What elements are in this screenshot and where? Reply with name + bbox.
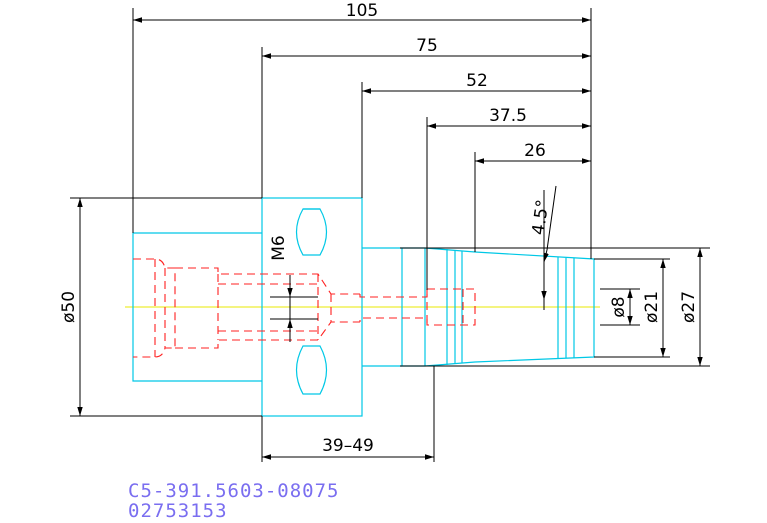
dim-range-39-49: 39–49 <box>322 436 374 456</box>
dim-thread-m6: M6 <box>269 235 289 260</box>
dim-dia-21: ø21 <box>642 291 662 323</box>
flange-slot-bottom <box>295 345 328 395</box>
dim-52: 52 <box>466 71 488 91</box>
dim-dia-8: ø8 <box>609 296 629 317</box>
dim-75: 75 <box>416 36 438 56</box>
dim-37-5: 37.5 <box>489 106 527 126</box>
dimension-lines <box>70 8 710 462</box>
dim-105: 105 <box>346 1 378 21</box>
dim-angle: 4.5° <box>529 198 554 236</box>
part-number: 02753153 <box>128 500 228 522</box>
dim-dia-50: ø50 <box>59 291 79 323</box>
flange-slot-top <box>295 208 328 256</box>
part-code: C5-391.5603-08075 <box>128 480 340 502</box>
dim-dia-27: ø27 <box>679 291 699 323</box>
dim-26: 26 <box>524 141 546 161</box>
hidden-bore-lines <box>133 258 476 358</box>
